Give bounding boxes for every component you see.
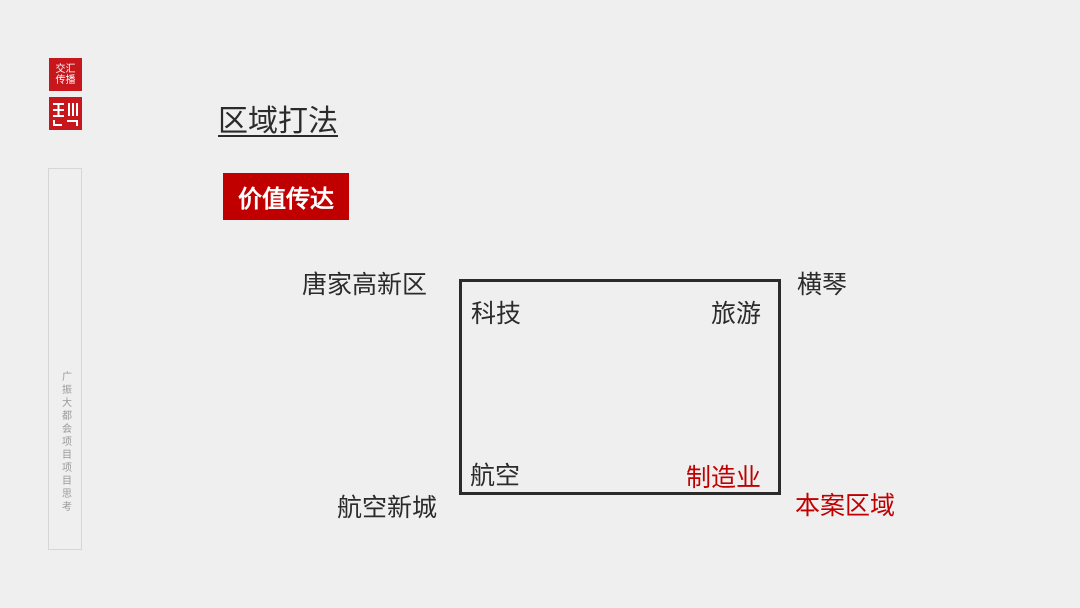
decorative-fine-print <box>95 150 105 550</box>
outer-label-bottom-left: 航空新城 <box>337 493 438 522</box>
side-vertical-label: 广振大都会项目项目思考 <box>59 371 71 514</box>
inner-label-top-right: 旅游 <box>711 299 762 328</box>
outer-label-top-right: 横琴 <box>797 270 848 299</box>
page-title: 区域打法 <box>218 104 338 139</box>
outer-label-bottom-right: 本案区域 <box>795 491 896 520</box>
inner-label-bottom-right: 制造业 <box>686 463 762 492</box>
diagram-frame <box>459 279 781 495</box>
section-badge: 价值传达 <box>223 173 349 220</box>
side-panel: 广振大都会项目项目思考 <box>48 168 82 550</box>
inner-label-bottom-left: 航空 <box>470 461 521 490</box>
brand-logo-top: 交汇 传播 <box>49 58 82 91</box>
inner-label-top-left: 科技 <box>471 299 522 328</box>
brand-logo-text: 交汇 传播 <box>55 63 76 86</box>
brand-seal-icon <box>49 97 82 130</box>
outer-label-top-left: 唐家高新区 <box>302 270 428 299</box>
